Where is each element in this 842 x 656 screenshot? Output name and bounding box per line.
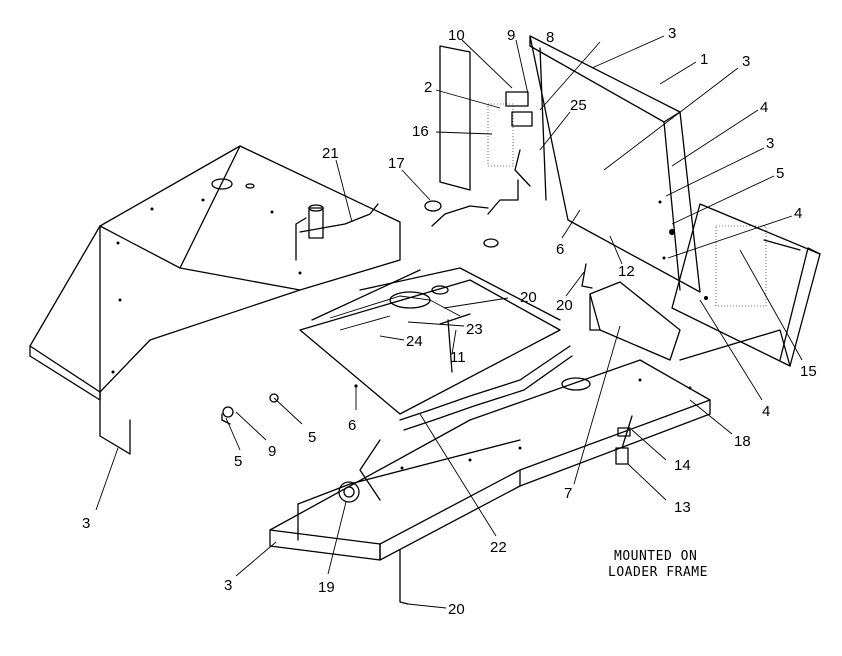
callout-5: 5 — [234, 453, 242, 470]
callout-3: 3 — [668, 25, 676, 42]
right-side-panel — [671, 203, 821, 367]
callout-25: 25 — [570, 97, 587, 114]
callout-7: 7 — [564, 485, 572, 502]
callout-21: 21 — [322, 145, 339, 162]
callout-4: 4 — [760, 99, 768, 116]
callout-20: 20 — [520, 289, 537, 306]
callout-9: 9 — [268, 443, 276, 460]
callout-6: 6 — [556, 241, 564, 258]
callout-8: 8 — [546, 29, 554, 46]
callout-18: 18 — [734, 433, 751, 450]
rear-upright-panel — [439, 35, 708, 300]
callout-22: 22 — [490, 539, 507, 556]
callout-3: 3 — [224, 577, 232, 594]
callout-13: 13 — [674, 499, 691, 516]
callout-20: 20 — [556, 297, 573, 314]
callout-3: 3 — [766, 135, 774, 152]
callout-16: 16 — [412, 123, 429, 140]
callout-11: 11 — [450, 349, 466, 366]
hydraulic-lever-assembly — [295, 179, 519, 261]
callout-17: 17 — [388, 155, 405, 172]
left-floor-panel — [29, 145, 401, 455]
callout-9: 9 — [507, 27, 515, 44]
callout-10: 10 — [448, 27, 465, 44]
callout-3: 3 — [82, 515, 90, 532]
loader-frame-arm — [269, 345, 711, 561]
hardware-bolts — [221, 263, 633, 605]
note-loader-frame: LOADER FRAME — [608, 565, 708, 580]
callout-3: 3 — [742, 53, 750, 70]
callout-14: 14 — [674, 457, 691, 474]
callout-24: 24 — [406, 333, 423, 350]
note-mounted-on: MOUNTED ON — [614, 549, 697, 564]
callout-2: 2 — [424, 79, 432, 96]
callout-4: 4 — [762, 403, 770, 420]
callout-23: 23 — [466, 321, 483, 338]
callout-4: 4 — [794, 205, 802, 222]
callout-5: 5 — [776, 165, 784, 182]
right-fender-bracket — [589, 281, 791, 367]
callout-5: 5 — [308, 429, 316, 446]
callout-6: 6 — [348, 417, 356, 434]
callout-labels: 10 9 8 3 1 3 2 25 16 4 3 5 4 17 21 6 12 … — [82, 25, 817, 618]
callout-19: 19 — [318, 579, 335, 596]
callout-12: 12 — [618, 263, 635, 280]
leader-lines — [95, 35, 803, 609]
callout-1: 1 — [700, 51, 708, 68]
callout-20: 20 — [448, 601, 465, 618]
callout-15: 15 — [800, 363, 817, 380]
